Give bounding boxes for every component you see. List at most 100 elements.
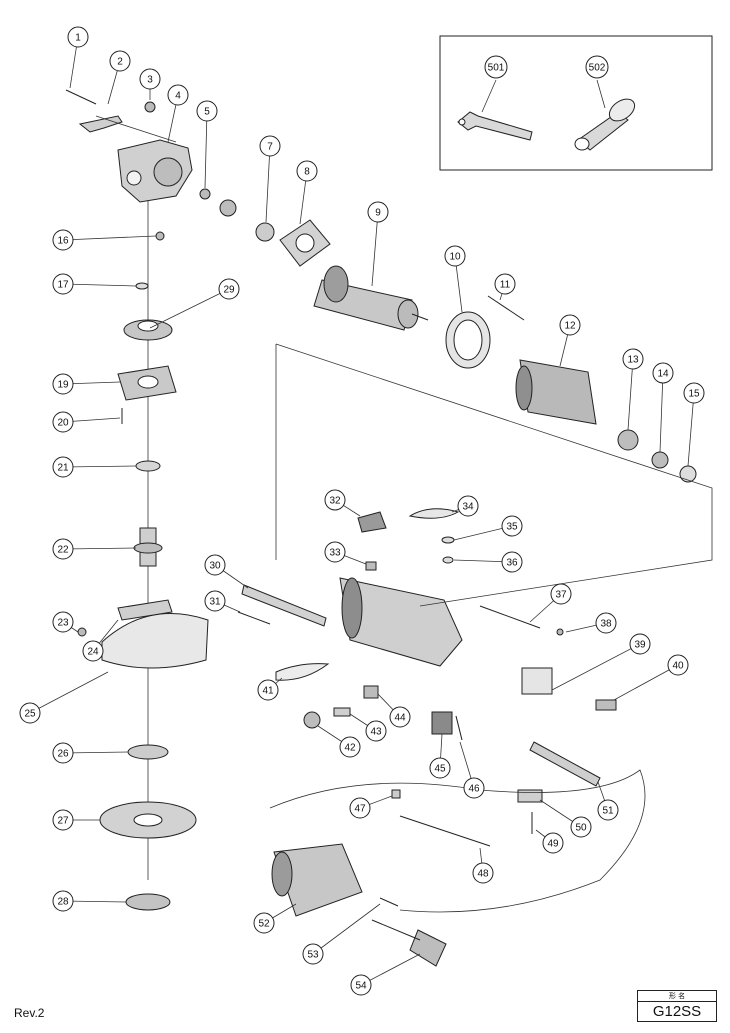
callout-leader-28 (62, 900, 127, 903)
callout-label-8: 8 (304, 167, 310, 178)
callout-label-33: 33 (329, 548, 341, 559)
callout-24: 24 (82, 619, 119, 662)
screw-part-3 (144, 101, 156, 113)
side-handle-part (574, 98, 636, 151)
callout-circle-15 (683, 382, 705, 404)
callout-label-39: 39 (634, 640, 646, 651)
callout-13: 13 (622, 348, 644, 431)
callout-2: 2 (107, 50, 131, 105)
callout-circle-52 (253, 912, 275, 934)
packing-gland-part (117, 365, 177, 401)
callout-leader-53 (312, 903, 381, 955)
callout-42: 42 (317, 725, 361, 758)
callout-label-4: 4 (175, 91, 181, 102)
callout-54: 54 (350, 953, 421, 996)
callout-51: 51 (597, 781, 619, 821)
callout-label-28: 28 (57, 897, 69, 908)
callout-label-10: 10 (449, 252, 461, 263)
grinding-wheel-part (99, 801, 197, 839)
callout-label-26: 26 (57, 749, 69, 760)
long-screw-part (487, 295, 525, 321)
callout-label-34: 34 (462, 502, 474, 513)
pinion-part (219, 199, 237, 217)
pin-part-16 (155, 231, 165, 241)
callout-52: 52 (253, 903, 297, 934)
callout-501: 501 (484, 55, 508, 79)
callout-30: 30 (204, 554, 249, 589)
callout-label-42: 42 (344, 743, 356, 754)
callout-circle-8 (296, 160, 318, 182)
flange-part-26 (127, 744, 169, 760)
callout-8: 8 (296, 160, 318, 225)
callout-label-15: 15 (688, 389, 700, 400)
callout-leader-13 (627, 358, 634, 431)
callout-label-21: 21 (57, 463, 69, 474)
callout-circle-16 (52, 229, 74, 251)
callout-label-47: 47 (354, 804, 366, 815)
callout-circle-40 (667, 654, 689, 676)
callout-circle-43 (365, 720, 387, 742)
callout-label-31: 31 (209, 597, 221, 608)
wrench-part (457, 111, 533, 141)
washer-part-35 (441, 536, 455, 544)
screw-part-33 (365, 561, 377, 571)
washer-part-36 (442, 556, 454, 564)
callout-label-36: 36 (506, 558, 518, 569)
callout-circle-49 (542, 832, 564, 854)
callout-label-502: 502 (589, 63, 606, 74)
noise-suppressor-part (521, 667, 553, 695)
screw-part-38 (556, 628, 564, 636)
nut-part-28 (125, 893, 171, 911)
callout-circle-3 (139, 68, 161, 90)
callout-circle-27 (52, 809, 74, 831)
cover-part-34 (408, 508, 460, 519)
callout-circle-502 (585, 55, 609, 79)
callout-label-2: 2 (117, 57, 123, 68)
cord-plug-part (409, 929, 447, 967)
callout-25: 25 (19, 671, 109, 724)
callout-circle-13 (622, 348, 644, 370)
tail-cover-part (271, 843, 363, 917)
callout-37: 37 (529, 583, 572, 623)
callout-circle-32 (324, 489, 346, 511)
label-part-41 (275, 663, 330, 681)
callout-16: 16 (52, 229, 157, 251)
callout-43: 43 (349, 713, 387, 742)
connector-part-40 (595, 699, 617, 711)
callout-38: 38 (565, 612, 617, 634)
callout-circle-34 (457, 495, 479, 517)
callout-23: 23 (52, 611, 79, 633)
callout-41: 41 (257, 677, 283, 701)
spring-part-31 (237, 611, 271, 625)
callout-circle-53 (302, 943, 324, 965)
callout-leader-25 (29, 671, 109, 714)
callout-label-5: 5 (204, 107, 210, 118)
callout-label-41: 41 (262, 686, 274, 697)
washer-part-17 (135, 282, 149, 290)
callout-label-22: 22 (57, 545, 69, 556)
callout-44: 44 (377, 693, 411, 728)
callout-40: 40 (613, 654, 689, 701)
callout-label-9: 9 (375, 208, 381, 219)
callout-label-45: 45 (434, 764, 446, 775)
callout-label-25: 25 (24, 709, 36, 720)
callout-26: 26 (52, 742, 129, 764)
wheel-guard-part (77, 599, 209, 669)
callout-label-13: 13 (627, 355, 639, 366)
callout-47: 47 (349, 795, 393, 819)
wire-part-37 (479, 605, 541, 629)
callout-circle-9 (367, 201, 389, 223)
washer-part-21 (135, 460, 161, 472)
callout-circle-37 (550, 583, 572, 605)
switch-lever-part (241, 584, 327, 627)
callout-7: 7 (259, 135, 281, 223)
knob-part-42 (303, 711, 321, 729)
callout-label-49: 49 (547, 839, 559, 850)
callout-circle-2 (109, 50, 131, 72)
bearing-part-13 (617, 429, 639, 451)
callout-20: 20 (52, 411, 121, 433)
callout-leader-16 (62, 235, 157, 241)
callout-label-19: 19 (57, 380, 69, 391)
callout-circle-36 (501, 551, 523, 573)
callout-3: 3 (139, 68, 161, 100)
